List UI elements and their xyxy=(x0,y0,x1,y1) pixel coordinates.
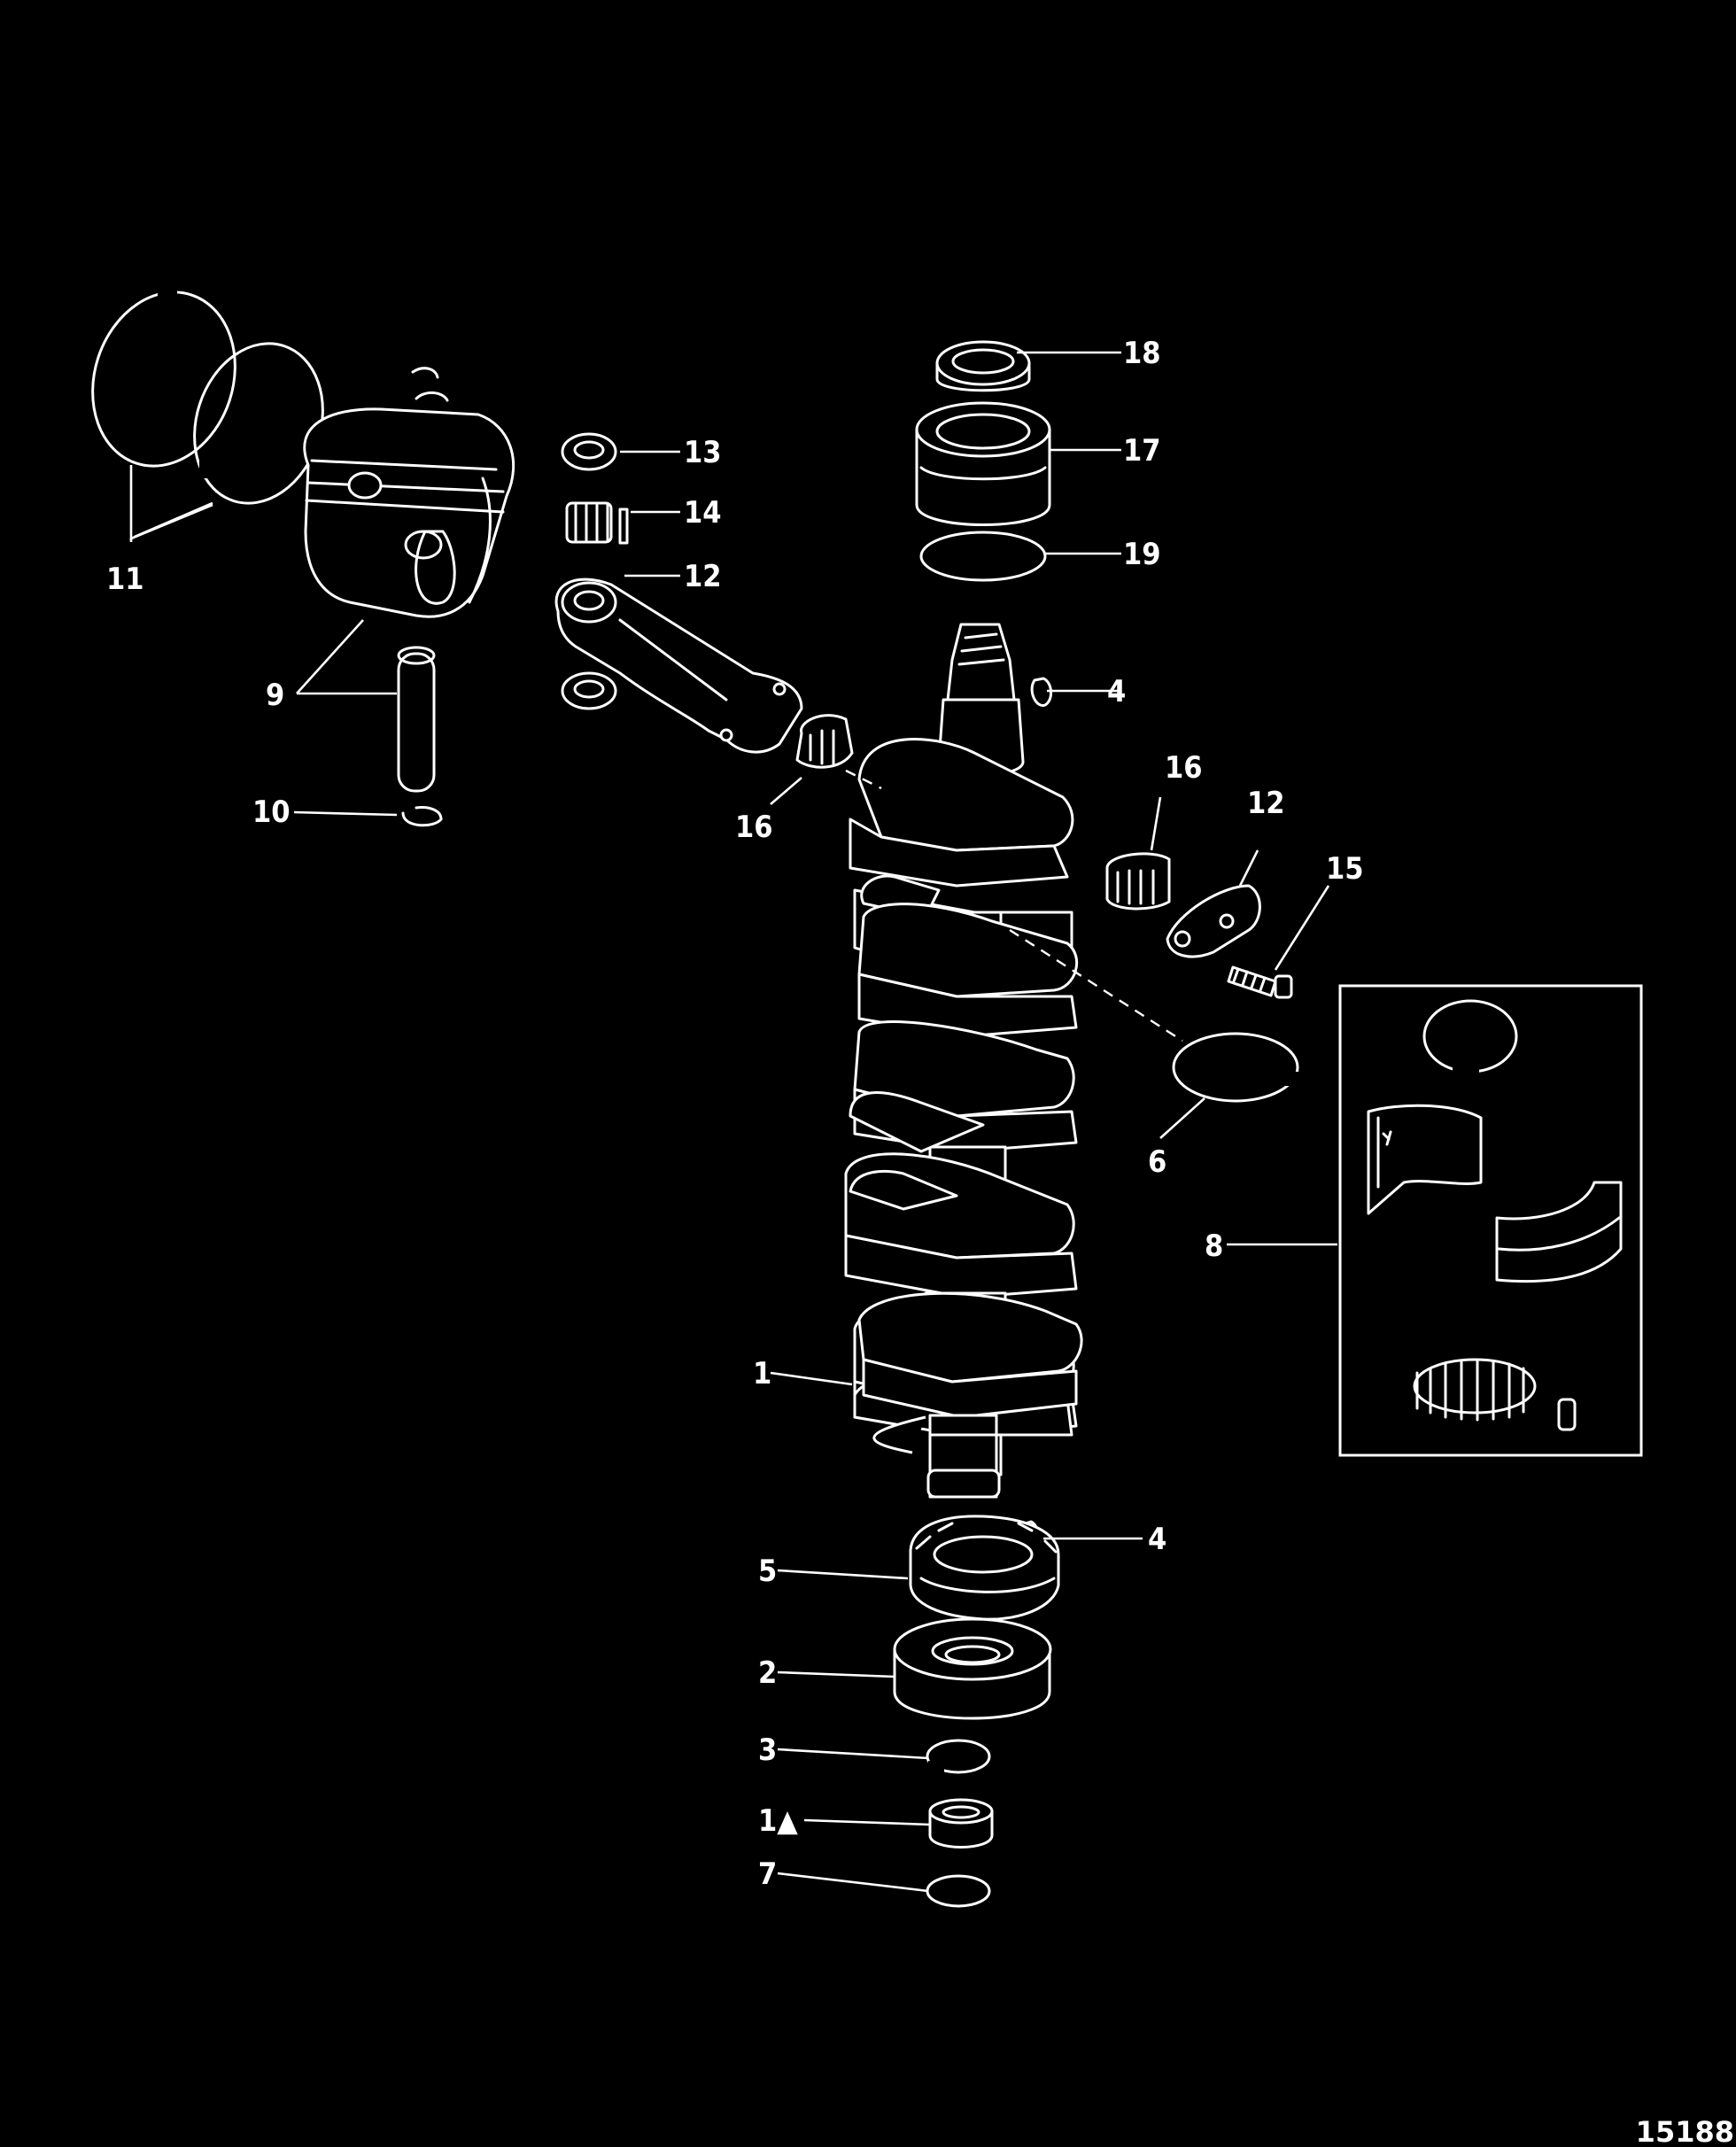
piston-pin xyxy=(397,646,443,827)
key-upper xyxy=(1030,677,1052,707)
callout-labels: 18 17 19 13 14 12 11 9 10 4 16 16 12 15 … xyxy=(106,336,1364,1892)
callout-12-rod: 12 xyxy=(684,559,722,594)
sleeve-bushing xyxy=(928,1798,994,1849)
callout-14: 14 xyxy=(684,495,722,531)
bearing-kit-box xyxy=(1338,984,1643,1457)
ball-bearing xyxy=(893,1617,1052,1720)
callout-12-cap: 12 xyxy=(1247,786,1285,821)
callout-4-lower: 4 xyxy=(1148,1522,1166,1557)
callout-1: 1 xyxy=(753,1356,771,1391)
callout-11: 11 xyxy=(106,562,144,597)
callout-9: 9 xyxy=(266,678,284,713)
callout-8: 8 xyxy=(1205,1229,1223,1264)
callout-10: 10 xyxy=(252,794,291,830)
callout-19: 19 xyxy=(1123,537,1161,572)
assembly-dash-line xyxy=(1009,928,1183,1042)
callout-4-upper: 4 xyxy=(1107,674,1126,709)
oil-seal-gear xyxy=(909,1515,1060,1621)
callout-3: 3 xyxy=(758,1732,777,1768)
callout-17: 17 xyxy=(1123,433,1161,469)
crank-lower-end xyxy=(857,1291,1083,1499)
connecting-rod xyxy=(554,577,803,754)
retaining-ring xyxy=(1172,1032,1302,1103)
rod-bolt xyxy=(1227,965,1293,999)
callout-13: 13 xyxy=(684,435,722,470)
callout-16-left: 16 xyxy=(735,810,773,845)
needle-cage-right xyxy=(1105,852,1171,911)
top-bearing-stack xyxy=(915,340,1051,582)
callout-2: 2 xyxy=(758,1655,777,1691)
callout-5: 5 xyxy=(758,1554,777,1589)
figure-number: 15188 xyxy=(1636,2115,1734,2147)
callout-6: 6 xyxy=(1148,1144,1166,1180)
leader-lines xyxy=(129,351,1337,1893)
snap-ring xyxy=(926,1739,991,1775)
callout-7: 7 xyxy=(758,1856,777,1892)
callout-15: 15 xyxy=(1326,851,1364,887)
piston xyxy=(303,367,515,618)
callout-16-right: 16 xyxy=(1165,750,1203,786)
callout-18: 18 xyxy=(1123,336,1161,371)
rod-cap xyxy=(1166,884,1261,958)
rod-washer-and-needles xyxy=(561,432,629,710)
needle-cage-left xyxy=(795,714,854,769)
callout-1a: 1▲ xyxy=(758,1803,798,1839)
assembly-dash-line-2 xyxy=(845,769,882,790)
